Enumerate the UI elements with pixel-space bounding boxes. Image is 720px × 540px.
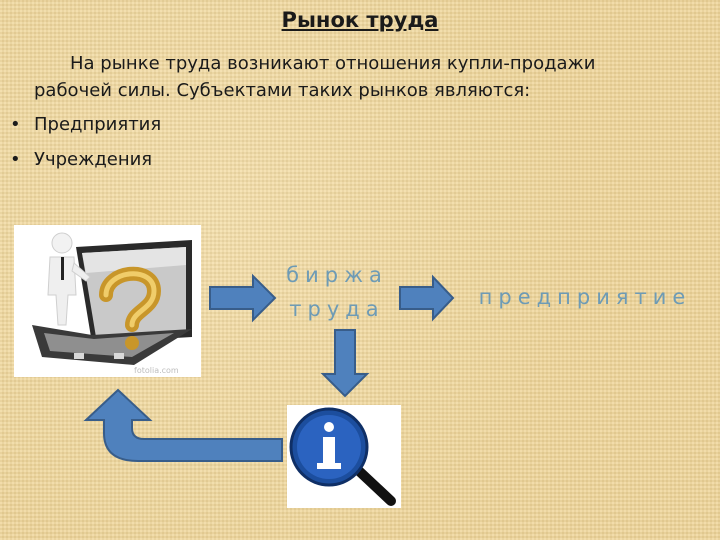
labor-exchange-line2: труда (289, 297, 385, 321)
briefcase-question-icon: fotolia.com (32, 232, 192, 375)
info-magnifier-illustration (287, 405, 401, 508)
bullet-item-institutions: Учреждения (10, 142, 161, 177)
watermark-text: fotolia.com (134, 366, 179, 375)
arrow-down-icon (320, 329, 370, 398)
arrow-curved-up-icon (83, 388, 283, 462)
bullet-list: Предприятия Учреждения (10, 107, 161, 177)
briefcase-illustration: fotolia.com (14, 225, 201, 377)
bullet-item-enterprises: Предприятия (10, 107, 161, 142)
slide-title: Рынок труда (281, 8, 439, 32)
arrow-right-icon (209, 273, 277, 323)
arrow-right-icon (399, 274, 455, 322)
labor-exchange-label: биржа труда (282, 258, 392, 326)
labor-exchange-line1: биржа (286, 263, 388, 287)
enterprise-label: предприятие (478, 285, 692, 309)
info-magnifier-icon (289, 407, 396, 506)
intro-text: На рынке труда возникают отношения купли… (34, 53, 596, 101)
